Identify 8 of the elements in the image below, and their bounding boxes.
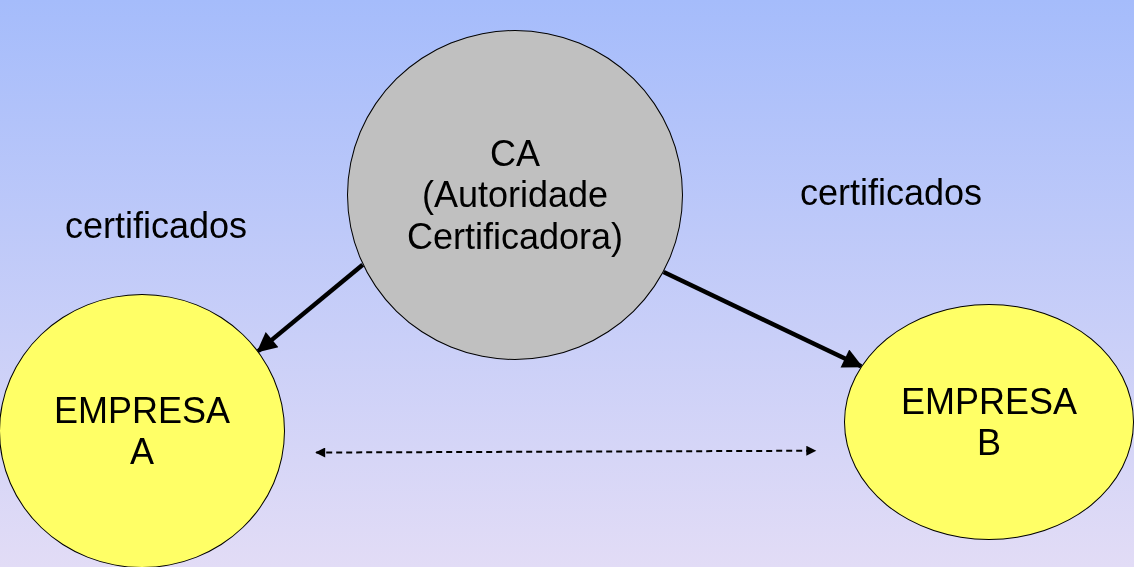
edge-label: certificados — [65, 205, 248, 247]
node-label: EMPRESA B — [899, 380, 1078, 464]
edge-label: certificados — [800, 172, 983, 214]
node-label: EMPRESA A — [52, 389, 231, 473]
arrow — [256, 262, 365, 353]
arrow — [315, 445, 817, 458]
arrow — [662, 269, 863, 369]
node-label: CA (Autoridade Certificadora) — [405, 132, 625, 258]
